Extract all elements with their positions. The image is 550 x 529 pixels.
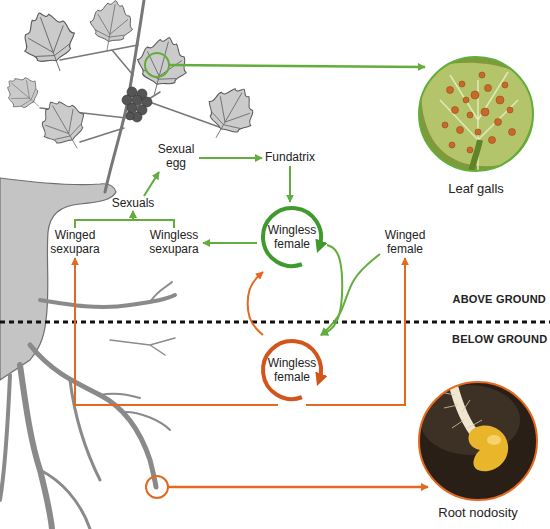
leaf-marker-circle (145, 53, 169, 77)
stage-label-node: Sexuals (110, 196, 156, 211)
lifecycle-arrow (75, 211, 133, 228)
photo-node: Root nodosity (418, 382, 538, 528)
leaf-gall-photo (419, 57, 534, 175)
stage-label-node: Fundatrix (262, 150, 318, 166)
lifecycle-arrow (321, 245, 342, 335)
node-text: Wingless female (265, 356, 319, 384)
node-text: Root nodosity (408, 505, 548, 520)
photo-caption-holder: Root nodosity (408, 505, 548, 520)
ground-line (0, 321, 550, 324)
node-text: Wingless female (265, 223, 319, 251)
vine-roots (0, 282, 175, 529)
cycle-text-holder: Wingless female (257, 335, 327, 405)
vine-leaf (195, 77, 265, 149)
stage-label-node: Winged sexupara (47, 228, 103, 258)
grape-cluster (122, 87, 152, 122)
root-nodosity-photo (419, 380, 537, 500)
node-text: Sexuals (110, 196, 156, 210)
vine-leaf (86, 0, 137, 54)
vine-leaf (14, 4, 85, 80)
root-marker-circle (146, 476, 168, 498)
cycle-node: Wingless female (257, 335, 327, 405)
node-text: Leaf galls (408, 181, 544, 196)
lifecycle-arrow (289, 166, 291, 202)
zone-label: ABOVE GROUND (452, 293, 546, 306)
zone-label: BELOW GROUND (452, 333, 546, 346)
node-text: Winged female (380, 228, 430, 256)
lifecycle-arrow (133, 211, 174, 228)
vine-trunk (0, 178, 116, 380)
leader-arrow (169, 65, 425, 67)
cycle-text-holder: Wingless female (257, 202, 327, 272)
node-text: Sexual egg (153, 142, 199, 170)
lifecycle-arrow (248, 272, 263, 335)
cycle-arrow-arc (263, 341, 321, 399)
node-text: Fundatrix (262, 150, 318, 164)
lifecycle-arrow (199, 157, 262, 159)
stage-label-node: Winged female (380, 228, 430, 258)
node-text: Winged sexupara (47, 228, 103, 256)
lifecycle-arrow (75, 258, 278, 405)
cycle-node: Wingless female (257, 202, 327, 272)
photo-node: Leaf galls (418, 57, 534, 207)
lifecycle-arrow (144, 172, 159, 196)
stage-label-node: Sexual egg (153, 142, 199, 172)
node-text: Wingless sexupara (145, 228, 203, 256)
leader-arrow (168, 486, 428, 489)
vine-leaf (0, 68, 50, 119)
photo-border (419, 382, 537, 500)
cycle-arrow-arc (263, 208, 321, 266)
photo-outline (418, 382, 538, 502)
photo-border (419, 57, 533, 171)
lifecycle-arrow (321, 254, 380, 335)
stage-label-node: Wingless sexupara (145, 228, 203, 258)
vine-leaf (31, 91, 97, 160)
photo-caption-holder: Leaf galls (408, 181, 544, 196)
lifecycle-arrow (306, 258, 405, 405)
photo-outline (418, 57, 534, 173)
lifecycle-arrow (203, 242, 257, 244)
